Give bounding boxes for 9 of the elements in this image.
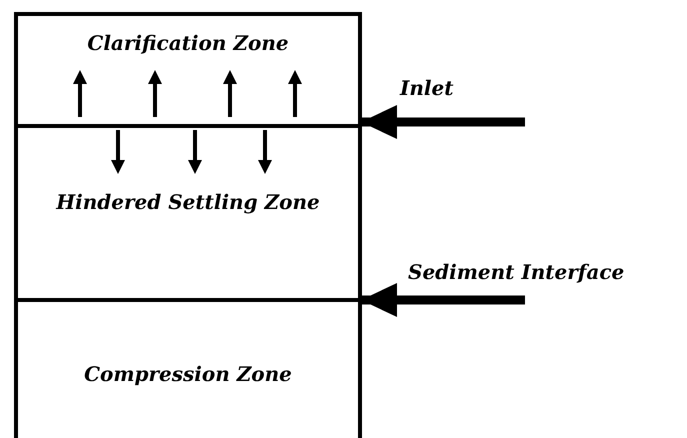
arrow <box>361 283 525 317</box>
tank-zone <box>14 12 362 128</box>
tank-zone <box>14 300 362 438</box>
zone-label: Clarification Zone <box>86 31 290 55</box>
zone-label: Compression Zone <box>83 362 293 386</box>
zone-label: Hindered Settling Zone <box>54 190 321 214</box>
arrow <box>361 105 525 139</box>
callout-label: Sediment Interface <box>408 260 624 284</box>
callout-label: Inlet <box>400 76 454 100</box>
